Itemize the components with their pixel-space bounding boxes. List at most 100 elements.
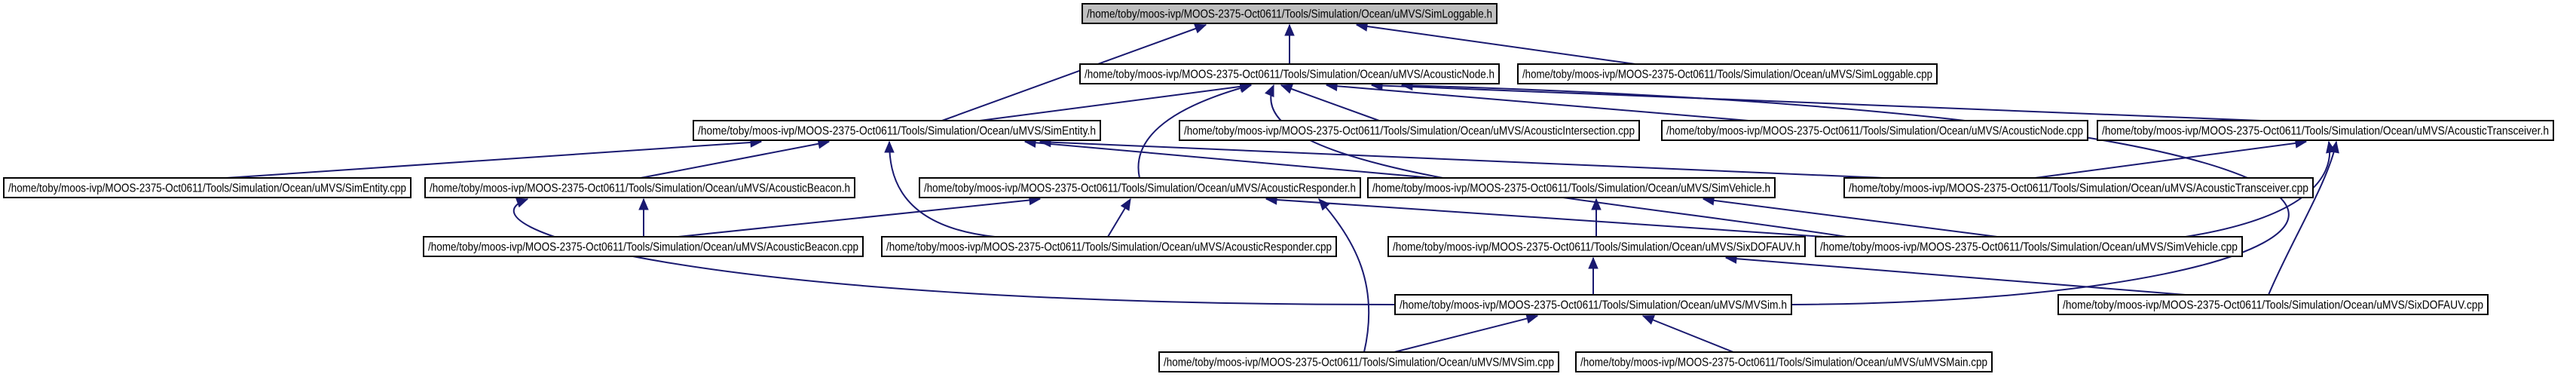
node-label: /home/toby/moos-ivp/MOOS-2375-Oct0611/To… bbox=[1820, 241, 2238, 254]
edge-simvehicle_cpp-to-acousticresponder_h bbox=[1265, 195, 1825, 238]
edge-line bbox=[1024, 141, 1433, 179]
edge-umvsmain_cpp-to-mvsim_h bbox=[1641, 315, 1734, 353]
node-sixdofauv-cpp[interactable]: /home/toby/moos-ivp/MOOS-2375-Oct0611/To… bbox=[2057, 294, 2489, 315]
edge-simvehicle_cpp-to-simvehicle_h bbox=[1702, 195, 1998, 238]
node-acousticintersection-cpp[interactable]: /home/toby/moos-ivp/MOOS-2375-Oct0611/To… bbox=[1179, 120, 1640, 141]
node-box[interactable] bbox=[1179, 120, 1640, 141]
arrowhead bbox=[1641, 315, 1655, 325]
edge-acousticintersection_cpp-to-acousticnode_h bbox=[1280, 84, 1380, 121]
edge-line bbox=[1703, 198, 1998, 238]
node-mvsim-h[interactable]: /home/toby/moos-ivp/MOOS-2375-Oct0611/To… bbox=[1394, 294, 1792, 315]
edge-line bbox=[1394, 315, 1538, 353]
node-umvsmain-cpp[interactable]: /home/toby/moos-ivp/MOOS-2375-Oct0611/To… bbox=[1575, 351, 1993, 372]
node-label: /home/toby/moos-ivp/MOOS-2375-Oct0611/To… bbox=[1849, 182, 2308, 195]
arrowhead bbox=[638, 198, 649, 210]
edge-line bbox=[2034, 141, 2307, 179]
node-acousticnode-h[interactable]: /home/toby/moos-ivp/MOOS-2375-Oct0611/To… bbox=[1079, 63, 1500, 84]
edge-line bbox=[941, 24, 1207, 121]
edge-mvsim_cpp-to-acousticresponder_h bbox=[1318, 198, 1370, 353]
node-sixdofauv-h[interactable]: /home/toby/moos-ivp/MOOS-2375-Oct0611/To… bbox=[1387, 236, 1806, 257]
edge-acousticresponder_cpp-to-acousticresponder_h bbox=[1107, 198, 1131, 238]
node-box[interactable] bbox=[1387, 236, 1806, 257]
node-label: /home/toby/moos-ivp/MOOS-2375-Oct0611/To… bbox=[1087, 8, 1492, 21]
node-label: /home/toby/moos-ivp/MOOS-2375-Oct0611/To… bbox=[2102, 125, 2549, 138]
edge-line bbox=[1039, 141, 1885, 179]
node-simloggable-cpp[interactable]: /home/toby/moos-ivp/MOOS-2375-Oct0611/To… bbox=[1517, 63, 1938, 84]
node-box[interactable] bbox=[1843, 177, 2314, 198]
arrowhead bbox=[1194, 23, 1207, 34]
node-simloggable-h[interactable]: /home/toby/moos-ivp/MOOS-2375-Oct0611/To… bbox=[1081, 3, 1498, 24]
edge-simvehicle_cpp-to-acousticnode_h bbox=[1265, 84, 1847, 238]
node-mvsim-cpp[interactable]: /home/toby/moos-ivp/MOOS-2375-Oct0611/To… bbox=[1158, 351, 1559, 372]
node-acousticbeacon-h[interactable]: /home/toby/moos-ivp/MOOS-2375-Oct0611/To… bbox=[424, 177, 855, 198]
node-label: /home/toby/moos-ivp/MOOS-2375-Oct0611/To… bbox=[924, 182, 1356, 195]
node-box[interactable] bbox=[881, 236, 1337, 257]
node-box[interactable] bbox=[1394, 294, 1792, 315]
edge-line bbox=[1326, 84, 1749, 121]
node-box[interactable] bbox=[1517, 63, 1938, 84]
edge-simloggable_cpp-to-simloggable_h bbox=[1355, 21, 1636, 65]
node-box[interactable] bbox=[1575, 351, 1993, 372]
arrowhead bbox=[1525, 313, 1539, 324]
edge-acousticnode_h-to-simloggable_h bbox=[1284, 23, 1295, 64]
edge-line bbox=[1356, 24, 1636, 65]
edge-line bbox=[225, 141, 762, 179]
node-box[interactable] bbox=[1158, 351, 1559, 372]
edge-acoustictransceiver_cpp-to-simentity_h bbox=[1039, 136, 1885, 179]
node-box[interactable] bbox=[1081, 3, 1498, 24]
node-label: /home/toby/moos-ivp/MOOS-2375-Oct0611/To… bbox=[430, 182, 850, 195]
edge-line bbox=[2268, 141, 2337, 296]
edge-line bbox=[979, 84, 1252, 121]
edge-mvsim_cpp-to-mvsim_h bbox=[1394, 313, 1539, 353]
node-acousticnode-cpp[interactable]: /home/toby/moos-ivp/MOOS-2375-Oct0611/To… bbox=[1661, 120, 2088, 141]
node-box[interactable] bbox=[1367, 177, 1776, 198]
node-box[interactable] bbox=[424, 177, 855, 198]
node-label: /home/toby/moos-ivp/MOOS-2375-Oct0611/To… bbox=[428, 241, 858, 254]
node-acousticresponder-h[interactable]: /home/toby/moos-ivp/MOOS-2375-Oct0611/To… bbox=[919, 177, 1361, 198]
node-box[interactable] bbox=[1661, 120, 2088, 141]
arrowhead bbox=[1284, 23, 1295, 36]
edge-line bbox=[1371, 84, 2262, 121]
node-label: /home/toby/moos-ivp/MOOS-2375-Oct0611/To… bbox=[1393, 241, 1800, 254]
node-box[interactable] bbox=[3, 177, 411, 198]
node-label: /home/toby/moos-ivp/MOOS-2375-Oct0611/To… bbox=[8, 182, 406, 195]
node-label: /home/toby/moos-ivp/MOOS-2375-Oct0611/To… bbox=[1372, 182, 1770, 195]
node-box[interactable] bbox=[919, 177, 1361, 198]
node-box[interactable] bbox=[1079, 63, 1500, 84]
edge-line bbox=[1270, 84, 1847, 238]
node-label: /home/toby/moos-ivp/MOOS-2375-Oct0611/To… bbox=[1164, 357, 1554, 369]
edge-line bbox=[1725, 257, 2186, 296]
edge-line bbox=[889, 141, 996, 238]
node-simentity-h[interactable]: /home/toby/moos-ivp/MOOS-2375-Oct0611/To… bbox=[693, 120, 1101, 141]
edge-simentity_h-to-simloggable_h bbox=[941, 23, 1207, 121]
node-acousticbeacon-cpp[interactable]: /home/toby/moos-ivp/MOOS-2375-Oct0611/To… bbox=[423, 236, 864, 257]
edge-sixdofauv_h-to-simvehicle_h bbox=[1591, 198, 1602, 237]
node-label: /home/toby/moos-ivp/MOOS-2375-Oct0611/To… bbox=[698, 125, 1096, 138]
edge-line bbox=[678, 198, 1041, 238]
edges-layer bbox=[225, 21, 2339, 353]
node-box[interactable] bbox=[693, 120, 1101, 141]
node-acoustictransceiver-h[interactable]: /home/toby/moos-ivp/MOOS-2375-Oct0611/To… bbox=[2097, 120, 2554, 141]
node-label: /home/toby/moos-ivp/MOOS-2375-Oct0611/To… bbox=[1666, 125, 2083, 138]
edge-sixdofauv_cpp-to-acoustictransceiver_h bbox=[2268, 140, 2339, 296]
edge-mvsim_h-to-sixdofauv_h bbox=[1588, 256, 1599, 295]
edge-line bbox=[512, 198, 1396, 305]
node-box[interactable] bbox=[423, 236, 864, 257]
nodes-layer: /home/toby/moos-ivp/MOOS-2375-Oct0611/To… bbox=[3, 3, 2554, 372]
node-acoustictransceiver-cpp[interactable]: /home/toby/moos-ivp/MOOS-2375-Oct0611/To… bbox=[1843, 177, 2314, 198]
node-simvehicle-h[interactable]: /home/toby/moos-ivp/MOOS-2375-Oct0611/To… bbox=[1367, 177, 1776, 198]
arrowhead bbox=[1588, 256, 1599, 269]
node-box[interactable] bbox=[2097, 120, 2554, 141]
node-label: /home/toby/moos-ivp/MOOS-2375-Oct0611/To… bbox=[1184, 125, 1635, 138]
arrowhead bbox=[1280, 84, 1293, 94]
node-box[interactable] bbox=[2057, 294, 2489, 315]
arrowhead bbox=[1120, 198, 1131, 211]
node-box[interactable] bbox=[1815, 236, 2243, 257]
edge-sixdofauv_cpp-to-sixdofauv_h bbox=[1724, 253, 2186, 296]
node-simvehicle-cpp[interactable]: /home/toby/moos-ivp/MOOS-2375-Oct0611/To… bbox=[1815, 236, 2243, 257]
edge-acousticbeacon_cpp-to-acousticresponder_h bbox=[678, 195, 1042, 238]
node-acousticresponder-cpp[interactable]: /home/toby/moos-ivp/MOOS-2375-Oct0611/To… bbox=[881, 236, 1337, 257]
node-simentity-cpp[interactable]: /home/toby/moos-ivp/MOOS-2375-Oct0611/To… bbox=[3, 177, 411, 198]
edge-line bbox=[640, 141, 830, 179]
